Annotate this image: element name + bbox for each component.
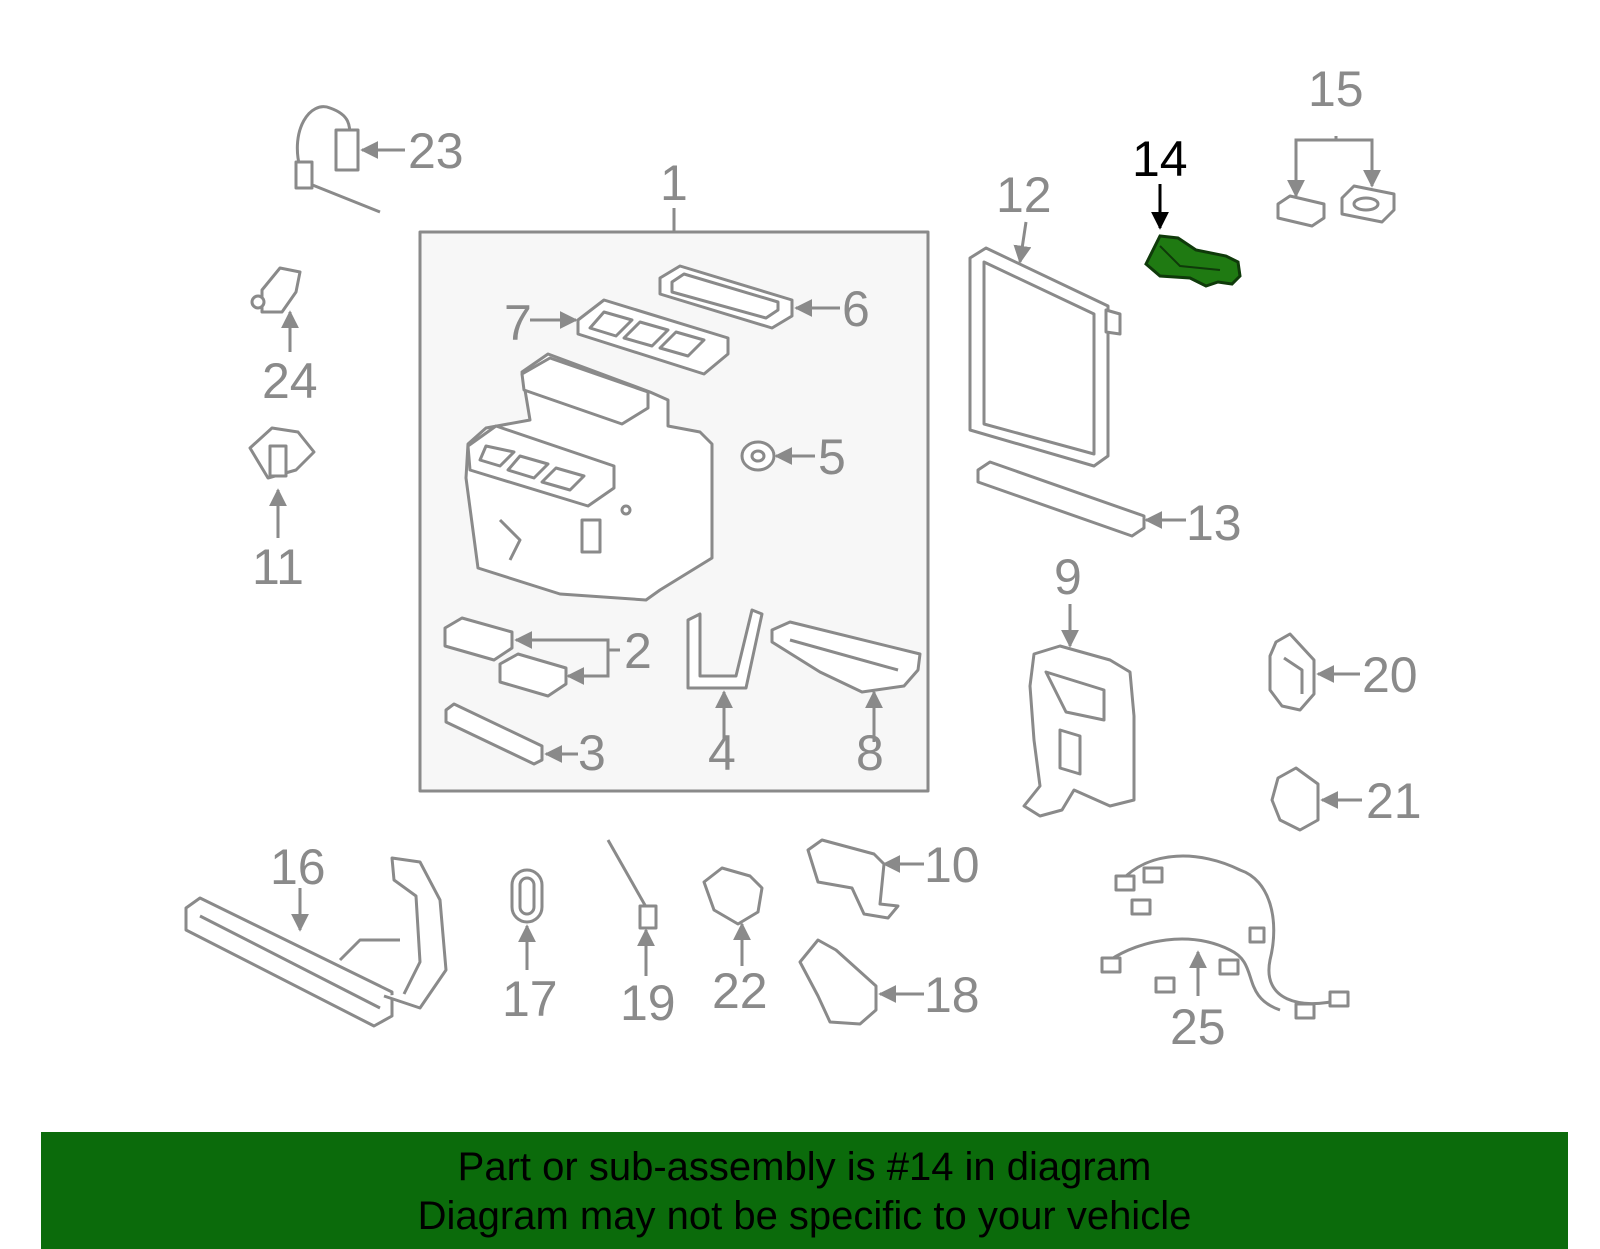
- part-13-seal: [976, 460, 1146, 538]
- part-6-filter-frame: [658, 264, 794, 330]
- callout-18: 18: [924, 967, 980, 1023]
- callout-23: 23: [408, 123, 464, 179]
- callout-5: 5: [818, 429, 846, 485]
- part-21-actuator: [1270, 766, 1320, 832]
- part-18-duct: [798, 938, 878, 1026]
- callout-16: 16: [270, 839, 326, 895]
- part-11-sensor: [248, 426, 316, 480]
- part-17-grommet: [510, 868, 544, 924]
- callout-2: 2: [624, 623, 652, 679]
- part-16-heater-core: [184, 856, 448, 1028]
- callout-8: 8: [856, 725, 884, 781]
- callout-25: 25: [1170, 999, 1226, 1055]
- part-12-evaporator: [968, 246, 1122, 468]
- part-24-clip: [250, 266, 302, 314]
- callout-7: 7: [504, 295, 532, 351]
- callout-3: 3: [578, 725, 606, 781]
- part-3-seal: [444, 702, 544, 766]
- callout-21: 21: [1366, 773, 1422, 829]
- part-10-duct: [806, 838, 900, 920]
- part-23-sensor: [294, 105, 381, 214]
- callout-15: 15: [1308, 61, 1364, 117]
- callout-22: 22: [712, 963, 768, 1019]
- callout-4: 4: [708, 725, 736, 781]
- part-14-highlighted: [1144, 234, 1242, 288]
- callout-11: 11: [252, 539, 304, 595]
- part-9-duct: [1022, 644, 1136, 818]
- callout-20: 20: [1362, 647, 1418, 703]
- callout-12: 12: [996, 167, 1052, 223]
- callout-24: 24: [262, 353, 318, 409]
- part-7-grille: [576, 298, 730, 376]
- part-4-seal: [686, 608, 764, 690]
- part-25-wiring-harness: [1100, 854, 1350, 1020]
- banner-line-1: Part or sub-assembly is #14 in diagram: [457, 1145, 1152, 1189]
- callout-6: 6: [842, 281, 870, 337]
- part-8-cover: [770, 620, 922, 694]
- callout-17: 17: [502, 971, 558, 1027]
- info-banner: Part or sub-assembly is #14 in diagram D…: [41, 1132, 1568, 1249]
- part-22-motor: [702, 866, 764, 926]
- part-15-clips: [1276, 184, 1396, 228]
- part-2-filters: [443, 616, 568, 698]
- part-5-grommet: [740, 440, 776, 472]
- callout-19: 19: [620, 975, 676, 1031]
- callout-13: 13: [1186, 495, 1242, 551]
- banner-line-2: Diagram may not be specific to your vehi…: [417, 1194, 1192, 1238]
- part-1-heater-housing: [464, 352, 714, 602]
- part-20-actuator: [1268, 632, 1316, 712]
- callout-14: 14: [1132, 131, 1188, 187]
- callout-1: 1: [660, 155, 688, 211]
- callout-9: 9: [1054, 549, 1082, 605]
- part-19-rod: [606, 839, 658, 930]
- exploded-parts-diagram: 1 2 3 4 5 6 7 8 9 10 11 12 13 14 15 16 1…: [184, 61, 1422, 1055]
- callout-10: 10: [924, 837, 980, 893]
